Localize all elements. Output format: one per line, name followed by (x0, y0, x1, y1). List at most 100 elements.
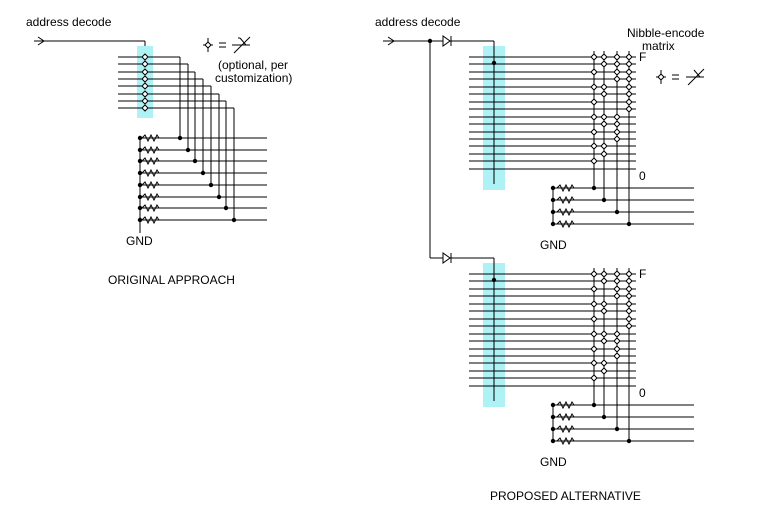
left-caption: ORIGINAL APPROACH (108, 273, 235, 287)
original-approach-diagram: address decode GND (26, 15, 292, 287)
pulldown-resistor (556, 207, 575, 217)
matrix-diode (600, 337, 608, 345)
matrix-diode (613, 128, 621, 136)
diode-symbol-icon (203, 38, 213, 52)
pulldown-resistor (556, 436, 575, 446)
matrix-diode (625, 105, 633, 113)
matrix-diode (613, 352, 621, 360)
matrix-diode (590, 128, 598, 136)
pulldown-resistor (141, 168, 160, 178)
matrix-diode (141, 60, 149, 68)
matrix-diode (590, 300, 598, 308)
pulldown-resistor (556, 195, 575, 205)
matrix-diode (590, 359, 598, 367)
matrix-diode (613, 345, 621, 353)
matrix-diode (600, 300, 608, 308)
matrix-diode (141, 68, 149, 76)
matrix-diode (625, 68, 633, 76)
matrix-diode (590, 374, 598, 382)
pulldown-resistor (556, 424, 575, 434)
matrix-diode (141, 104, 149, 112)
matrix-diode (600, 150, 608, 158)
matrix-diode (600, 270, 608, 278)
matrix-diode (590, 142, 598, 150)
matrix-diode (613, 330, 621, 338)
matrix-diode (613, 60, 621, 68)
matrix-diode (613, 292, 621, 300)
matrix-diode (625, 322, 633, 330)
bus-junction-dot (491, 60, 497, 66)
matrix-diode (590, 53, 598, 61)
top-block-gnd-label: GND (540, 238, 567, 252)
pulldown-resistor (141, 156, 160, 166)
matrix-legend (656, 68, 705, 86)
matrix-diode (613, 53, 621, 61)
matrix-diode (600, 142, 608, 150)
matrix-diode (625, 292, 633, 300)
top-block-high-label: F (639, 50, 646, 64)
matrix-diode (600, 90, 608, 98)
matrix-diode (613, 135, 621, 143)
pulldown-resistor (556, 219, 575, 229)
optional-diode-legend: (optional, per customization) (203, 36, 292, 85)
pulldown-resistor (556, 412, 575, 422)
right-caption: PROPOSED ALTERNATIVE (490, 489, 641, 503)
matrix-diode (590, 345, 598, 353)
left-gnd-label: GND (126, 234, 153, 248)
bus-junction-dot (491, 277, 497, 283)
matrix-diode (625, 277, 633, 285)
top-block-diode-icon (442, 35, 452, 47)
bottom-encode-block (469, 258, 694, 446)
matrix-diode (590, 270, 598, 278)
right-input-label: address decode (375, 15, 461, 29)
matrix-diode (613, 120, 621, 128)
matrix-diode (141, 82, 149, 90)
matrix-diode (590, 68, 598, 76)
matrix-diode (625, 315, 633, 323)
matrix-diode (590, 285, 598, 293)
left-diode-column (141, 53, 149, 112)
bottom-block-gnd-label: GND (540, 455, 567, 469)
right-input-wiring (383, 36, 494, 259)
left-input-arrow (34, 36, 146, 110)
matrix-diode (600, 120, 608, 128)
bottom-block-low-label: 0 (639, 386, 646, 400)
matrix-diode (600, 60, 608, 68)
matrix-diode (141, 97, 149, 105)
matrix-diode (590, 330, 598, 338)
pulldown-resistor (556, 400, 575, 410)
matrix-diode (625, 53, 633, 61)
matrix-diode (625, 90, 633, 98)
matrix-diode (600, 83, 608, 91)
matrix-diode (613, 270, 621, 278)
pulldown-resistor (556, 183, 575, 193)
matrix-diode (625, 300, 633, 308)
pulldown-resistor (141, 203, 160, 213)
pulldown-resistor (141, 192, 160, 202)
matrix-diode (141, 75, 149, 83)
left-column-lines (177, 57, 237, 223)
matrix-diode (141, 53, 149, 61)
encode-open-link-icon (686, 68, 705, 86)
matrix-diode (613, 285, 621, 293)
matrix-diode (600, 367, 608, 375)
matrix-diode (590, 315, 598, 323)
matrix-diode (613, 277, 621, 285)
matrix-diode (590, 98, 598, 106)
matrix-diode (625, 83, 633, 91)
proposed-alternative-diagram: address decode Nibble-encode matrix (375, 15, 705, 503)
matrix-diode (600, 330, 608, 338)
left-input-label: address decode (26, 15, 112, 29)
matrix-diode (600, 277, 608, 285)
matrix-diode (613, 75, 621, 83)
matrix-diode (625, 270, 633, 278)
legend-note-line2: customization) (215, 71, 292, 85)
encode-diode-icon (656, 70, 666, 84)
matrix-diode (613, 68, 621, 76)
pulldown-resistor (141, 133, 160, 143)
left-output-network (137, 133, 267, 233)
matrix-diode (590, 157, 598, 165)
matrix-diode (600, 359, 608, 367)
